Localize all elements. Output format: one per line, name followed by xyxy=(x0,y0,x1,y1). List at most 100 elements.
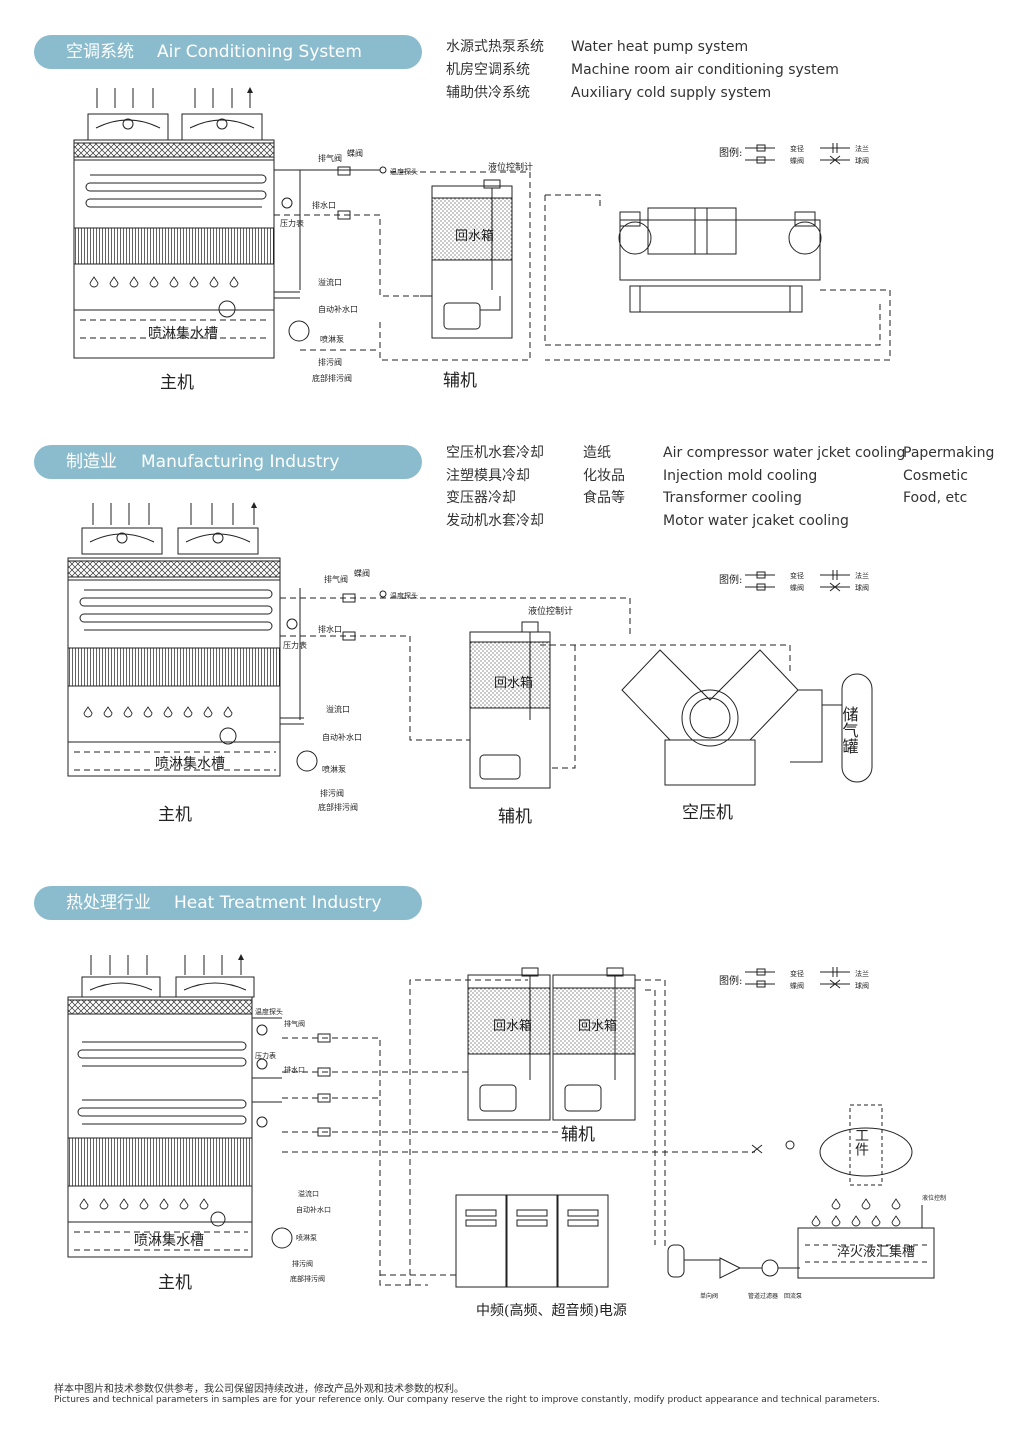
app-en: Auxiliary cold supply system xyxy=(571,85,772,101)
app-en: Transformer cooling xyxy=(663,490,802,506)
main-unit-2 xyxy=(67,503,318,777)
label-storage-tank-char: 储气罐 xyxy=(840,706,859,754)
label-auto-fill: 自动补水口 xyxy=(318,304,358,314)
quench-basin xyxy=(797,1205,935,1279)
label-aux-unit: 辅机 xyxy=(443,371,477,391)
section-title-en: Air Conditioning System xyxy=(157,42,362,62)
legend-flange: 法兰 xyxy=(855,144,869,153)
app-zh: 空压机水套冷却 xyxy=(446,445,544,461)
legend-flange: 法兰 xyxy=(855,969,869,978)
air-compressor xyxy=(621,649,873,786)
label-overflow: 溢流口 xyxy=(318,277,342,287)
label-pressure-gauge: 压力表 xyxy=(283,640,307,650)
pipe xyxy=(274,214,420,297)
chiller-unit xyxy=(618,207,822,313)
app-zh: 变压器冷却 xyxy=(446,490,516,506)
label-strainer: 管道过滤器 xyxy=(748,1292,778,1300)
label-return-tank: 回水箱 xyxy=(455,228,494,244)
section-title-zh: 热处理行业 xyxy=(66,893,151,913)
label-overflow: 溢流口 xyxy=(326,704,350,714)
section-title-zh: 制造业 xyxy=(66,452,117,472)
label-temp-probe: 温度探头 xyxy=(390,591,418,600)
legend-title: 图例: xyxy=(719,146,742,159)
label-auto-fill: 自动补水口 xyxy=(296,1205,331,1214)
workpiece xyxy=(751,1104,913,1186)
section-title-en: Manufacturing Industry xyxy=(141,452,340,472)
label-spray-basin: 喷淋集水槽 xyxy=(134,1232,204,1249)
legend-butterfly: 蝶阀 xyxy=(790,981,804,990)
label-overflow: 溢流口 xyxy=(298,1189,319,1198)
label-spray-pump: 喷淋泵 xyxy=(296,1233,317,1242)
label-auto-fill: 自动补水口 xyxy=(322,732,362,742)
legend-1 xyxy=(745,143,850,165)
app-zh: 发动机水套冷却 xyxy=(446,513,544,529)
app-zh: 化妆品 xyxy=(583,468,625,484)
app-en: Water heat pump system xyxy=(571,39,749,55)
main-unit-3 xyxy=(67,955,293,1258)
label-level-ctrl: 液位控制计 xyxy=(528,605,573,617)
label-spray-basin: 喷淋集水槽 xyxy=(148,325,218,342)
label-pressure-gauge: 压力表 xyxy=(255,1051,276,1060)
section-header-manufacturing: 制造业 Manufacturing Industry xyxy=(34,445,422,479)
label-drain-valve: 排污阀 xyxy=(320,788,344,798)
footer-disclaimer-en: Pictures and technical parameters in sam… xyxy=(54,1395,880,1405)
spray-droplets xyxy=(79,276,901,1227)
label-main-unit: 主机 xyxy=(158,1273,192,1293)
legend-3 xyxy=(745,967,850,989)
label-drain-valve: 排污阀 xyxy=(292,1259,313,1268)
label-butterfly-valve: 蝶阀 xyxy=(347,148,363,158)
label-main-unit: 主机 xyxy=(158,805,192,825)
section-title-zh: 空调系统 xyxy=(66,42,134,62)
app-zh: 注塑模具冷却 xyxy=(446,468,530,484)
label-return-tank: 回水箱 xyxy=(578,1018,617,1034)
label-vent-valve: 排气阀 xyxy=(284,1019,305,1028)
app-en: Motor water jcaket cooling xyxy=(663,513,849,529)
app-en: Injection mold cooling xyxy=(663,468,818,484)
legend-butterfly: 蝶阀 xyxy=(790,156,804,165)
label-level-ctrl: 液位控制计 xyxy=(488,161,533,173)
label-return-tank: 回水箱 xyxy=(494,675,533,691)
vertical-label-workpiece: 工件 xyxy=(853,1128,869,1156)
section-title-en: Heat Treatment Industry xyxy=(174,893,382,913)
return-line-3 xyxy=(667,1244,800,1279)
aux-tank-1 xyxy=(420,179,513,339)
power-supply xyxy=(455,1194,609,1288)
legend-butterfly: 蝶阀 xyxy=(790,583,804,592)
legend-reducer: 变径 xyxy=(790,969,804,978)
label-bottom-drain: 底部排污阀 xyxy=(318,802,358,812)
footer-disclaimer-zh: 样本中图片和技术参数仅供参考，我公司保留因持续改进，修改产品外观和技术参数的权利… xyxy=(54,1384,464,1395)
legend-reducer: 变径 xyxy=(790,571,804,580)
section-header-air-conditioning: 空调系统 Air Conditioning System xyxy=(34,35,422,69)
legend-ball: 球阀 xyxy=(855,156,869,165)
label-compressor: 空压机 xyxy=(682,803,733,823)
legend-title: 图例: xyxy=(719,974,742,987)
label-spray-pump: 喷淋泵 xyxy=(322,764,346,774)
app-en: Air compressor water jcket cooling xyxy=(663,445,906,461)
app-en: Machine room air conditioning system xyxy=(571,62,839,78)
label-drain-port: 排水口 xyxy=(318,624,342,634)
label-vent-valve: 排气阀 xyxy=(318,153,342,163)
main-unit-1 xyxy=(73,88,310,359)
label-vent-valve: 排气阀 xyxy=(324,574,348,584)
label-power-supply: 中频(高频、超音频)电源 xyxy=(476,1302,627,1319)
label-filter: 单向阀 xyxy=(700,1292,718,1300)
aux-tank-2 xyxy=(469,621,791,789)
aux-tanks-3 xyxy=(467,967,636,1121)
label-pump: 回流泵 xyxy=(784,1292,802,1300)
label-butterfly-valve: 蝶阀 xyxy=(354,568,370,578)
label-spray-basin: 喷淋集水槽 xyxy=(155,755,225,772)
app-en: Food, etc xyxy=(903,490,968,506)
legend-flange: 法兰 xyxy=(855,571,869,580)
app-zh: 造纸 xyxy=(583,445,611,461)
label-drain-port: 排水口 xyxy=(284,1065,305,1074)
app-en: Cosmetic xyxy=(903,468,968,484)
label-bottom-drain: 底部排污阀 xyxy=(290,1274,325,1283)
legend-ball: 球阀 xyxy=(855,981,869,990)
label-aux-unit: 辅机 xyxy=(561,1125,595,1145)
app-en: Papermaking xyxy=(903,445,995,461)
vertical-label-storage-tank: 储气罐 xyxy=(840,706,859,754)
legend-ball: 球阀 xyxy=(855,583,869,592)
legend-2 xyxy=(745,570,850,592)
app-zh: 辅助供冷系统 xyxy=(446,85,530,101)
label-return-tank: 回水箱 xyxy=(493,1018,532,1034)
